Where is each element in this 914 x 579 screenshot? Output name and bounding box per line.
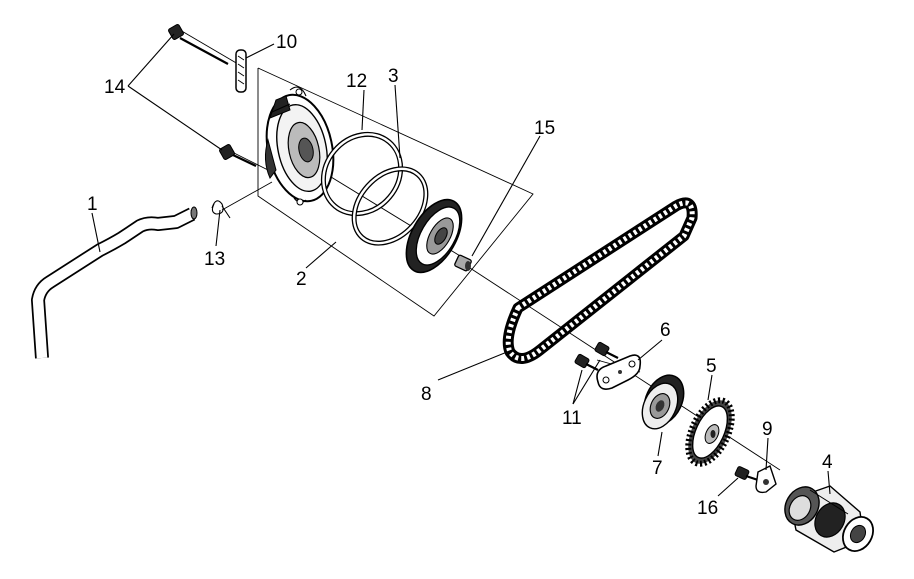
- callout-13: 13: [204, 249, 225, 270]
- callout-6: 6: [660, 320, 671, 341]
- callout-12: 12: [346, 71, 367, 92]
- nut-part: [454, 254, 472, 272]
- callout-10: 10: [276, 32, 297, 53]
- pin-part: [235, 49, 247, 93]
- leader-lines: [91, 33, 831, 497]
- oil-pump-rotor-part: [405, 198, 463, 274]
- callout-3: 3: [388, 66, 399, 87]
- chain-part: [502, 197, 698, 364]
- callout-8: 8: [421, 384, 432, 405]
- pulley-part: [641, 374, 685, 430]
- sprocket-part: [685, 397, 735, 467]
- callout-9: 9: [762, 419, 773, 440]
- bolt-11-upper: [594, 341, 619, 359]
- callout-5: 5: [706, 356, 717, 377]
- camshaft-part: [784, 485, 874, 553]
- callout-labels: 1 2 3 4 5 6 7 8 9 10 11 12 13 14 15 16: [87, 32, 833, 519]
- callout-4: 4: [822, 452, 833, 473]
- callout-14: 14: [104, 77, 126, 98]
- callout-7: 7: [652, 458, 663, 479]
- callout-15: 15: [534, 118, 555, 139]
- bolt-14-top: [168, 24, 229, 65]
- o-ring-12-part: [320, 131, 404, 217]
- callout-16: 16: [697, 498, 718, 519]
- bolt-11-lower: [574, 353, 599, 371]
- callout-11: 11: [562, 408, 582, 429]
- hose-clip-part: [211, 200, 231, 219]
- oil-pump-body-part: [264, 86, 335, 206]
- bolt-14-bottom: [219, 144, 257, 167]
- bolt-16-part: [734, 466, 759, 482]
- assembly-axis-lines: [179, 29, 781, 471]
- oil-pump-group-frame: [257, 67, 534, 317]
- o-ring-3-part: [351, 166, 429, 246]
- lock-washer-part: [755, 465, 777, 494]
- callout-1: 1: [87, 194, 98, 215]
- oil-hose-part: [31, 206, 198, 359]
- callout-2: 2: [296, 269, 307, 290]
- plate-part: [596, 354, 642, 390]
